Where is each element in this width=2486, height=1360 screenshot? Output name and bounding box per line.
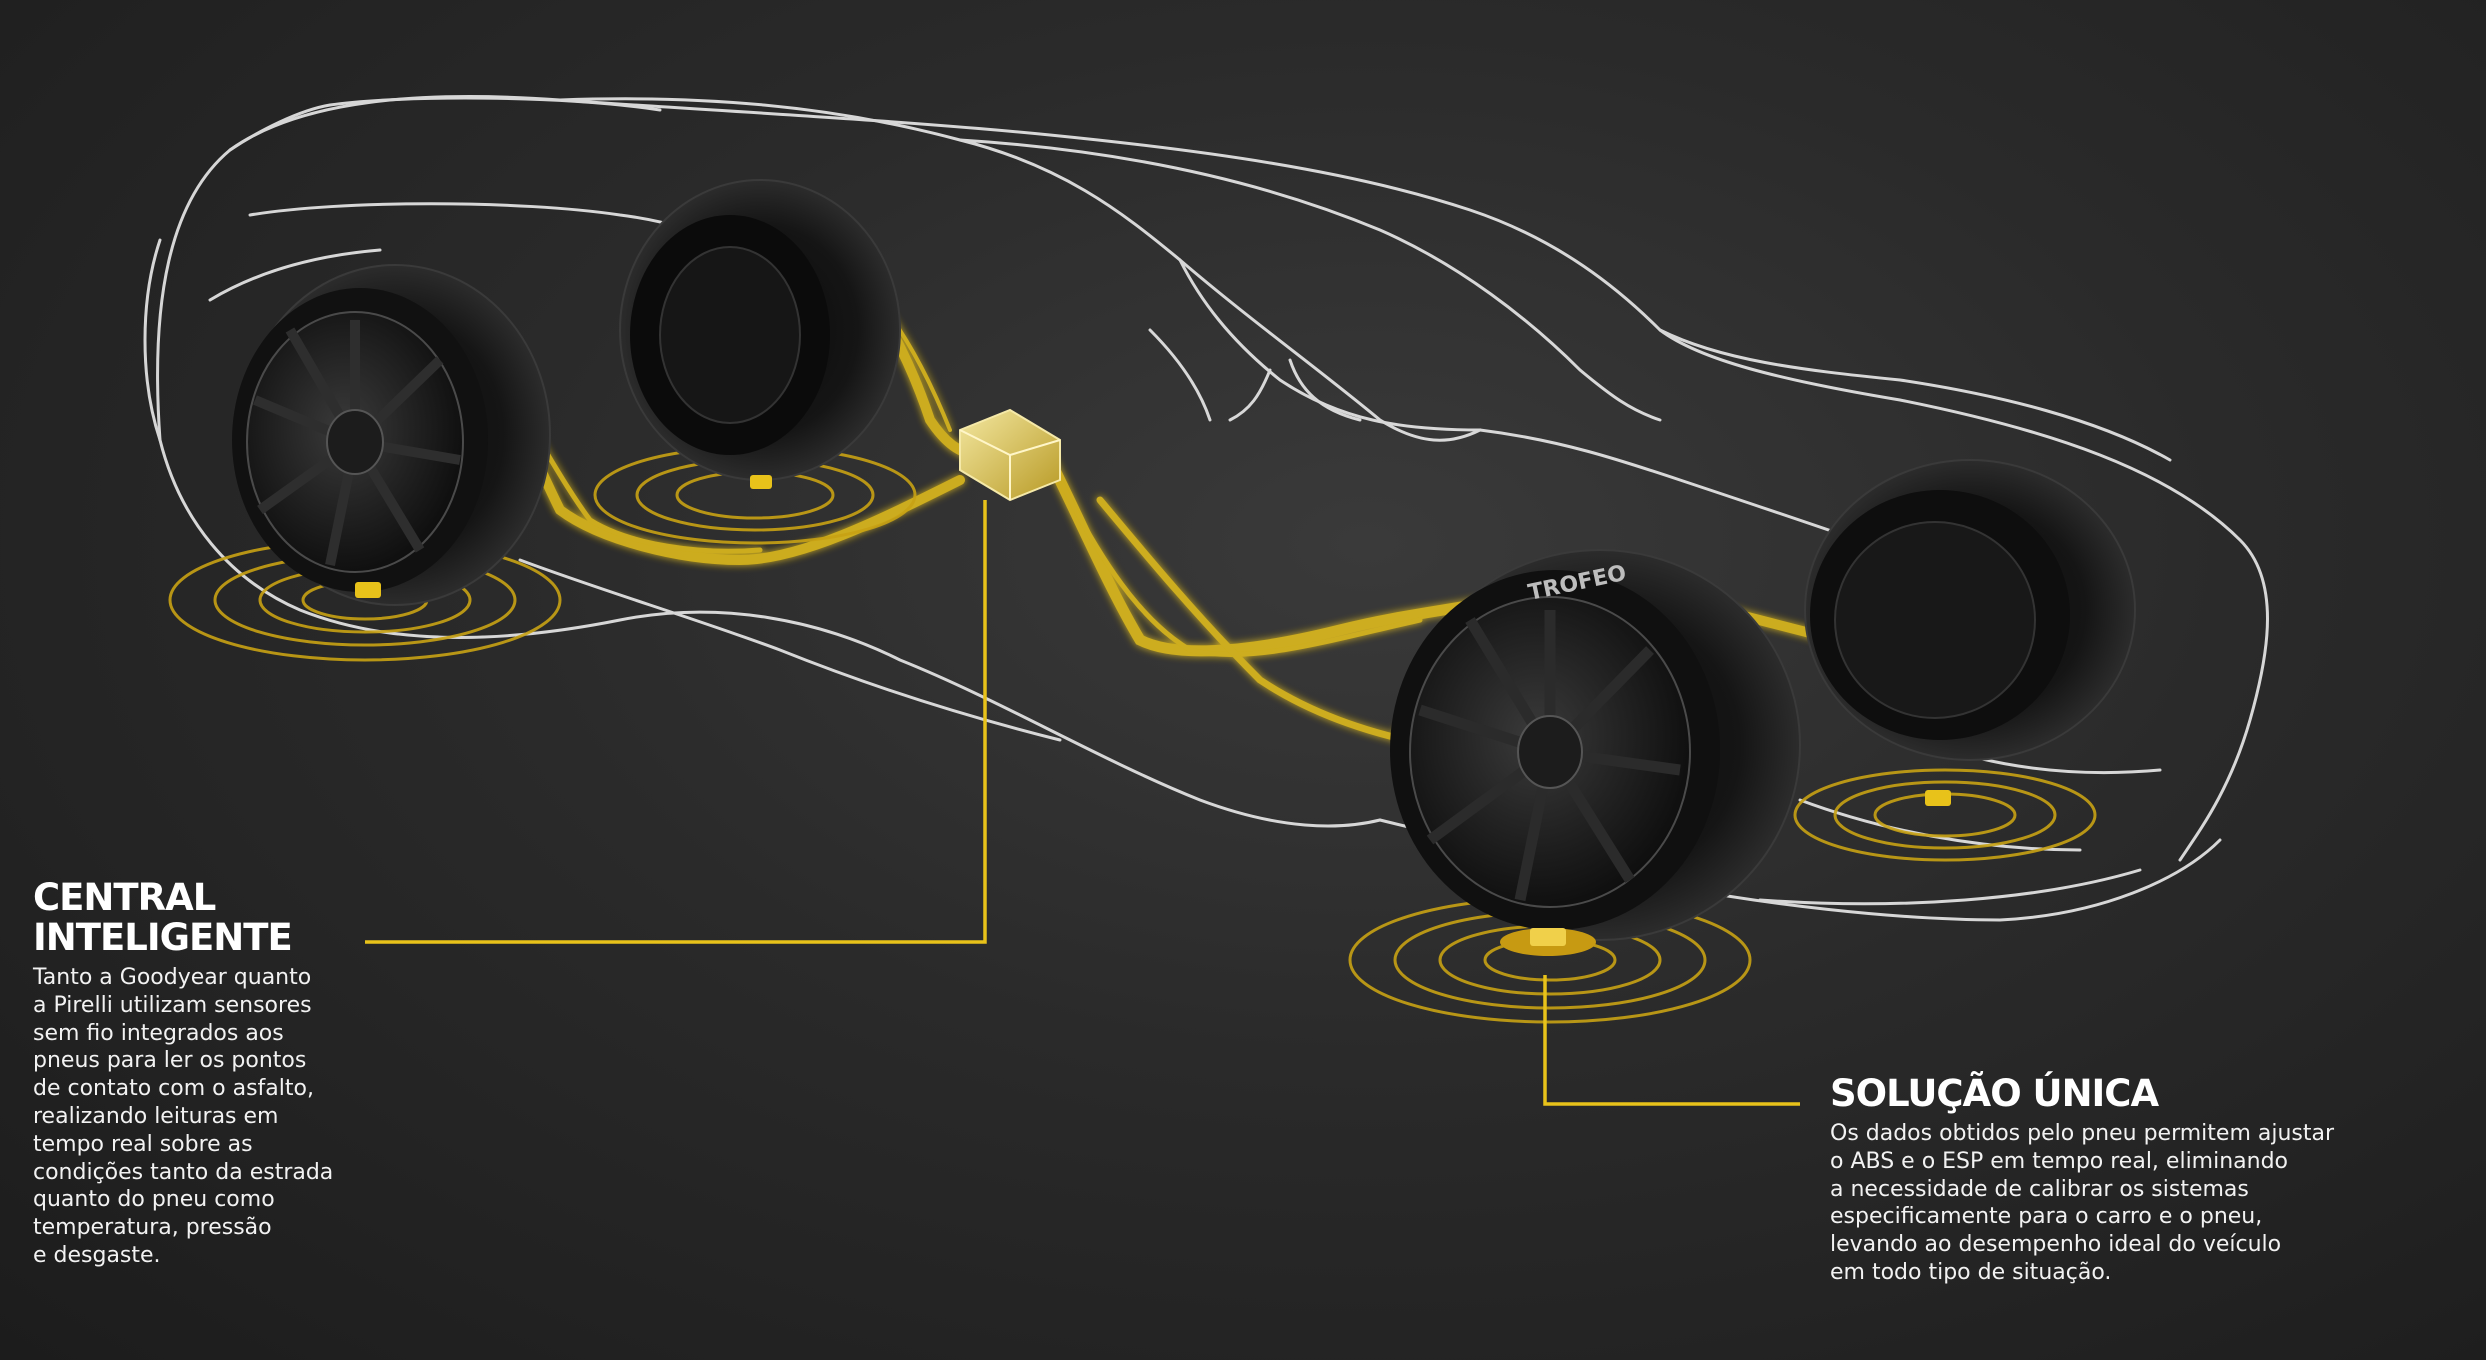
- solucao-unica-title: SOLUÇÃO ÚNICA: [1830, 1072, 2159, 1115]
- car-outline: [143, 95, 2269, 922]
- central-inteligente-text: Tanto a Goodyear quanto a Pirelli utiliz…: [33, 965, 334, 1268]
- rear-right-wheel: [619, 179, 901, 489]
- front-far-wheel: [1804, 459, 2136, 806]
- central-inteligente-callout: CENTRAL INTELIGENTE Tanto a Goodyear qua…: [33, 878, 393, 1270]
- central-inteligente-title: CENTRAL INTELIGENTE: [33, 876, 293, 959]
- solucao-unica-leader: [1543, 975, 1800, 1106]
- solucao-unica-callout: SOLUÇÃO ÚNICA Os dados obtidos pelo pneu…: [1830, 1074, 2390, 1287]
- callout-leaders: [365, 500, 1800, 1106]
- central-unit: [959, 408, 1061, 502]
- solucao-unica-text: Os dados obtidos pelo pneu permitem ajus…: [1830, 1121, 2335, 1285]
- rear-left-wheel: [232, 264, 551, 606]
- central-inteligente-leader: [365, 500, 987, 944]
- front-near-wheel: TROFEO: [1390, 549, 1801, 956]
